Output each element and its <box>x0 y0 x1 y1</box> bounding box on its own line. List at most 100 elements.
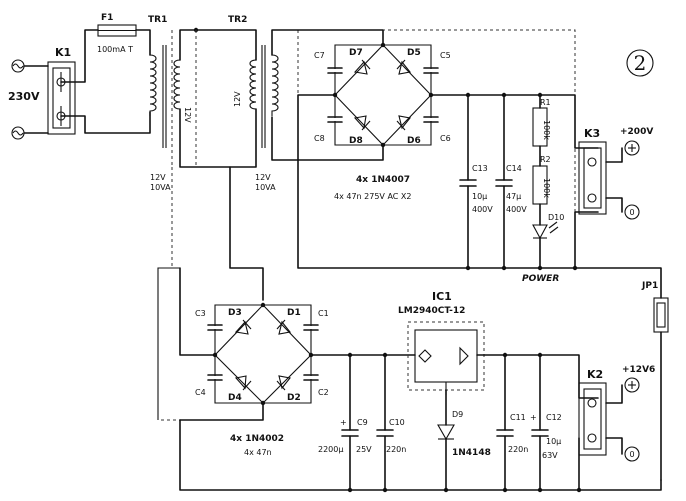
svg-text:63V: 63V <box>542 451 558 460</box>
capacitor-c8: C8 <box>314 116 343 143</box>
hv-bridge-caps: 4x 47n 275V AC X2 <box>334 192 411 201</box>
diode-d7: D7 <box>349 48 371 75</box>
tr2-power: 10VA <box>255 183 276 192</box>
fuse-f1: F1 100mA T <box>97 13 137 54</box>
svg-text:R1: R1 <box>540 98 551 107</box>
svg-text:C3: C3 <box>195 309 206 318</box>
svg-text:220n: 220n <box>508 445 528 454</box>
tr2-label: TR2 <box>228 15 247 25</box>
capacitor-c2: C2 <box>303 374 329 397</box>
svg-text:D4: D4 <box>228 393 242 403</box>
svg-text:100k: 100k <box>542 120 551 140</box>
svg-text:D6: D6 <box>407 136 421 146</box>
svg-text:D3: D3 <box>228 308 242 318</box>
resistor-r1: R1 100k <box>532 98 551 147</box>
regulator-ic1: IC1 LM2940CT-12 <box>398 290 485 395</box>
svg-text:+200V: +200V <box>620 127 653 137</box>
zero-terminal-icon <box>624 204 640 220</box>
diode-d4: D4 <box>228 375 252 403</box>
figure-number-badge: 2 <box>626 49 654 77</box>
f1-label: F1 <box>101 13 113 23</box>
lv-output-connector-k2: K2 0 +12V6 <box>578 365 655 491</box>
svg-text:C1: C1 <box>318 309 329 318</box>
transformer-tr1: TR1 12V 12V 10VA <box>148 15 192 192</box>
diode-d5: D5 <box>396 48 421 75</box>
capacitor-c7: C7 <box>314 51 343 74</box>
figure-number: 2 <box>634 51 647 75</box>
svg-text:25V: 25V <box>356 445 372 454</box>
svg-text:400V: 400V <box>506 205 527 214</box>
plus-terminal-icon <box>624 140 640 156</box>
svg-text:C13: C13 <box>472 164 488 173</box>
mains-voltage: 230V <box>8 90 40 103</box>
svg-text:+12V6: +12V6 <box>622 365 655 375</box>
svg-text:C8: C8 <box>314 134 325 143</box>
diode-d2: D2 <box>276 375 301 403</box>
svg-text:+: + <box>530 413 537 422</box>
capacitor-c5: C5 <box>423 51 451 74</box>
tr1-label: TR1 <box>148 15 167 25</box>
svg-text:D5: D5 <box>407 48 421 58</box>
svg-text:LM2940CT-12: LM2940CT-12 <box>398 306 465 316</box>
svg-text:JP1: JP1 <box>641 281 658 291</box>
svg-text:C5: C5 <box>440 51 451 60</box>
svg-text:0: 0 <box>629 450 634 459</box>
diode-d1: D1 <box>276 308 301 335</box>
capacitor-c4: C4 <box>195 374 223 397</box>
svg-text:1N4148: 1N4148 <box>452 448 491 458</box>
svg-text:D2: D2 <box>287 393 301 403</box>
plus-terminal-icon <box>624 377 640 393</box>
svg-text:C2: C2 <box>318 388 329 397</box>
svg-text:R2: R2 <box>540 155 551 164</box>
tr2-secondary: 12V <box>233 91 242 107</box>
power-led-label: POWER <box>522 274 559 284</box>
tr1-power: 10VA <box>150 183 171 192</box>
svg-text:10µ: 10µ <box>472 192 487 201</box>
resistor-r2: R2 100k <box>532 155 551 205</box>
capacitor-c14: C14 47µ 400V <box>495 94 527 269</box>
svg-text:D7: D7 <box>349 48 363 58</box>
capacitor-c13: C13 10µ 400V <box>459 94 493 269</box>
capacitor-c9: + C9 2200µ 25V <box>318 354 372 491</box>
svg-text:K3: K3 <box>584 127 600 140</box>
lv-bridge-rectifier: D3 D1 D4 D2 C3 C <box>195 302 329 457</box>
k1-label: K1 <box>55 46 71 59</box>
lv-bridge-type: 4x 1N4002 <box>230 434 284 444</box>
capacitor-c6: C6 <box>423 116 451 143</box>
svg-text:10µ: 10µ <box>546 437 561 446</box>
diode-d3: D3 <box>228 308 252 335</box>
svg-text:100k: 100k <box>542 178 551 198</box>
lv-bridge-caps: 4x 47n <box>244 448 272 457</box>
svg-text:220n: 220n <box>386 445 406 454</box>
svg-text:IC1: IC1 <box>432 290 452 303</box>
svg-text:2200µ: 2200µ <box>318 445 343 454</box>
svg-text:47µ: 47µ <box>506 192 521 201</box>
svg-text:C4: C4 <box>195 388 206 397</box>
hv-output-connector-k3: K3 0 +200V <box>578 127 653 220</box>
svg-text:K2: K2 <box>587 368 603 381</box>
svg-text:C11: C11 <box>510 413 526 422</box>
transformer-tr2: TR2 12V 12V 10VA <box>228 15 279 192</box>
svg-text:+: + <box>340 418 347 427</box>
mains-connector-k1: K1 230V <box>8 46 76 140</box>
svg-text:D10: D10 <box>548 213 564 222</box>
svg-text:0: 0 <box>629 208 634 217</box>
svg-text:D9: D9 <box>452 410 463 419</box>
jumper-jp1: JP1 <box>574 267 669 481</box>
capacitor-c10: C10 220n <box>376 354 406 491</box>
svg-text:C14: C14 <box>506 164 522 173</box>
svg-text:400V: 400V <box>472 205 493 214</box>
diode-d8: D8 <box>349 115 371 146</box>
f1-value: 100mA T <box>97 45 133 54</box>
capacitor-c11: C11 220n <box>496 354 528 491</box>
svg-text:C10: C10 <box>389 418 405 427</box>
zero-terminal-icon <box>624 446 640 462</box>
svg-text:C6: C6 <box>440 134 451 143</box>
tr1-rating: 12V <box>150 173 166 182</box>
svg-text:C12: C12 <box>546 413 562 422</box>
tr1-secondary: 12V <box>183 107 192 123</box>
led-d10: D10 <box>532 213 564 240</box>
capacitor-c12: + C12 10µ 63V <box>530 354 562 491</box>
svg-text:C9: C9 <box>357 418 368 427</box>
